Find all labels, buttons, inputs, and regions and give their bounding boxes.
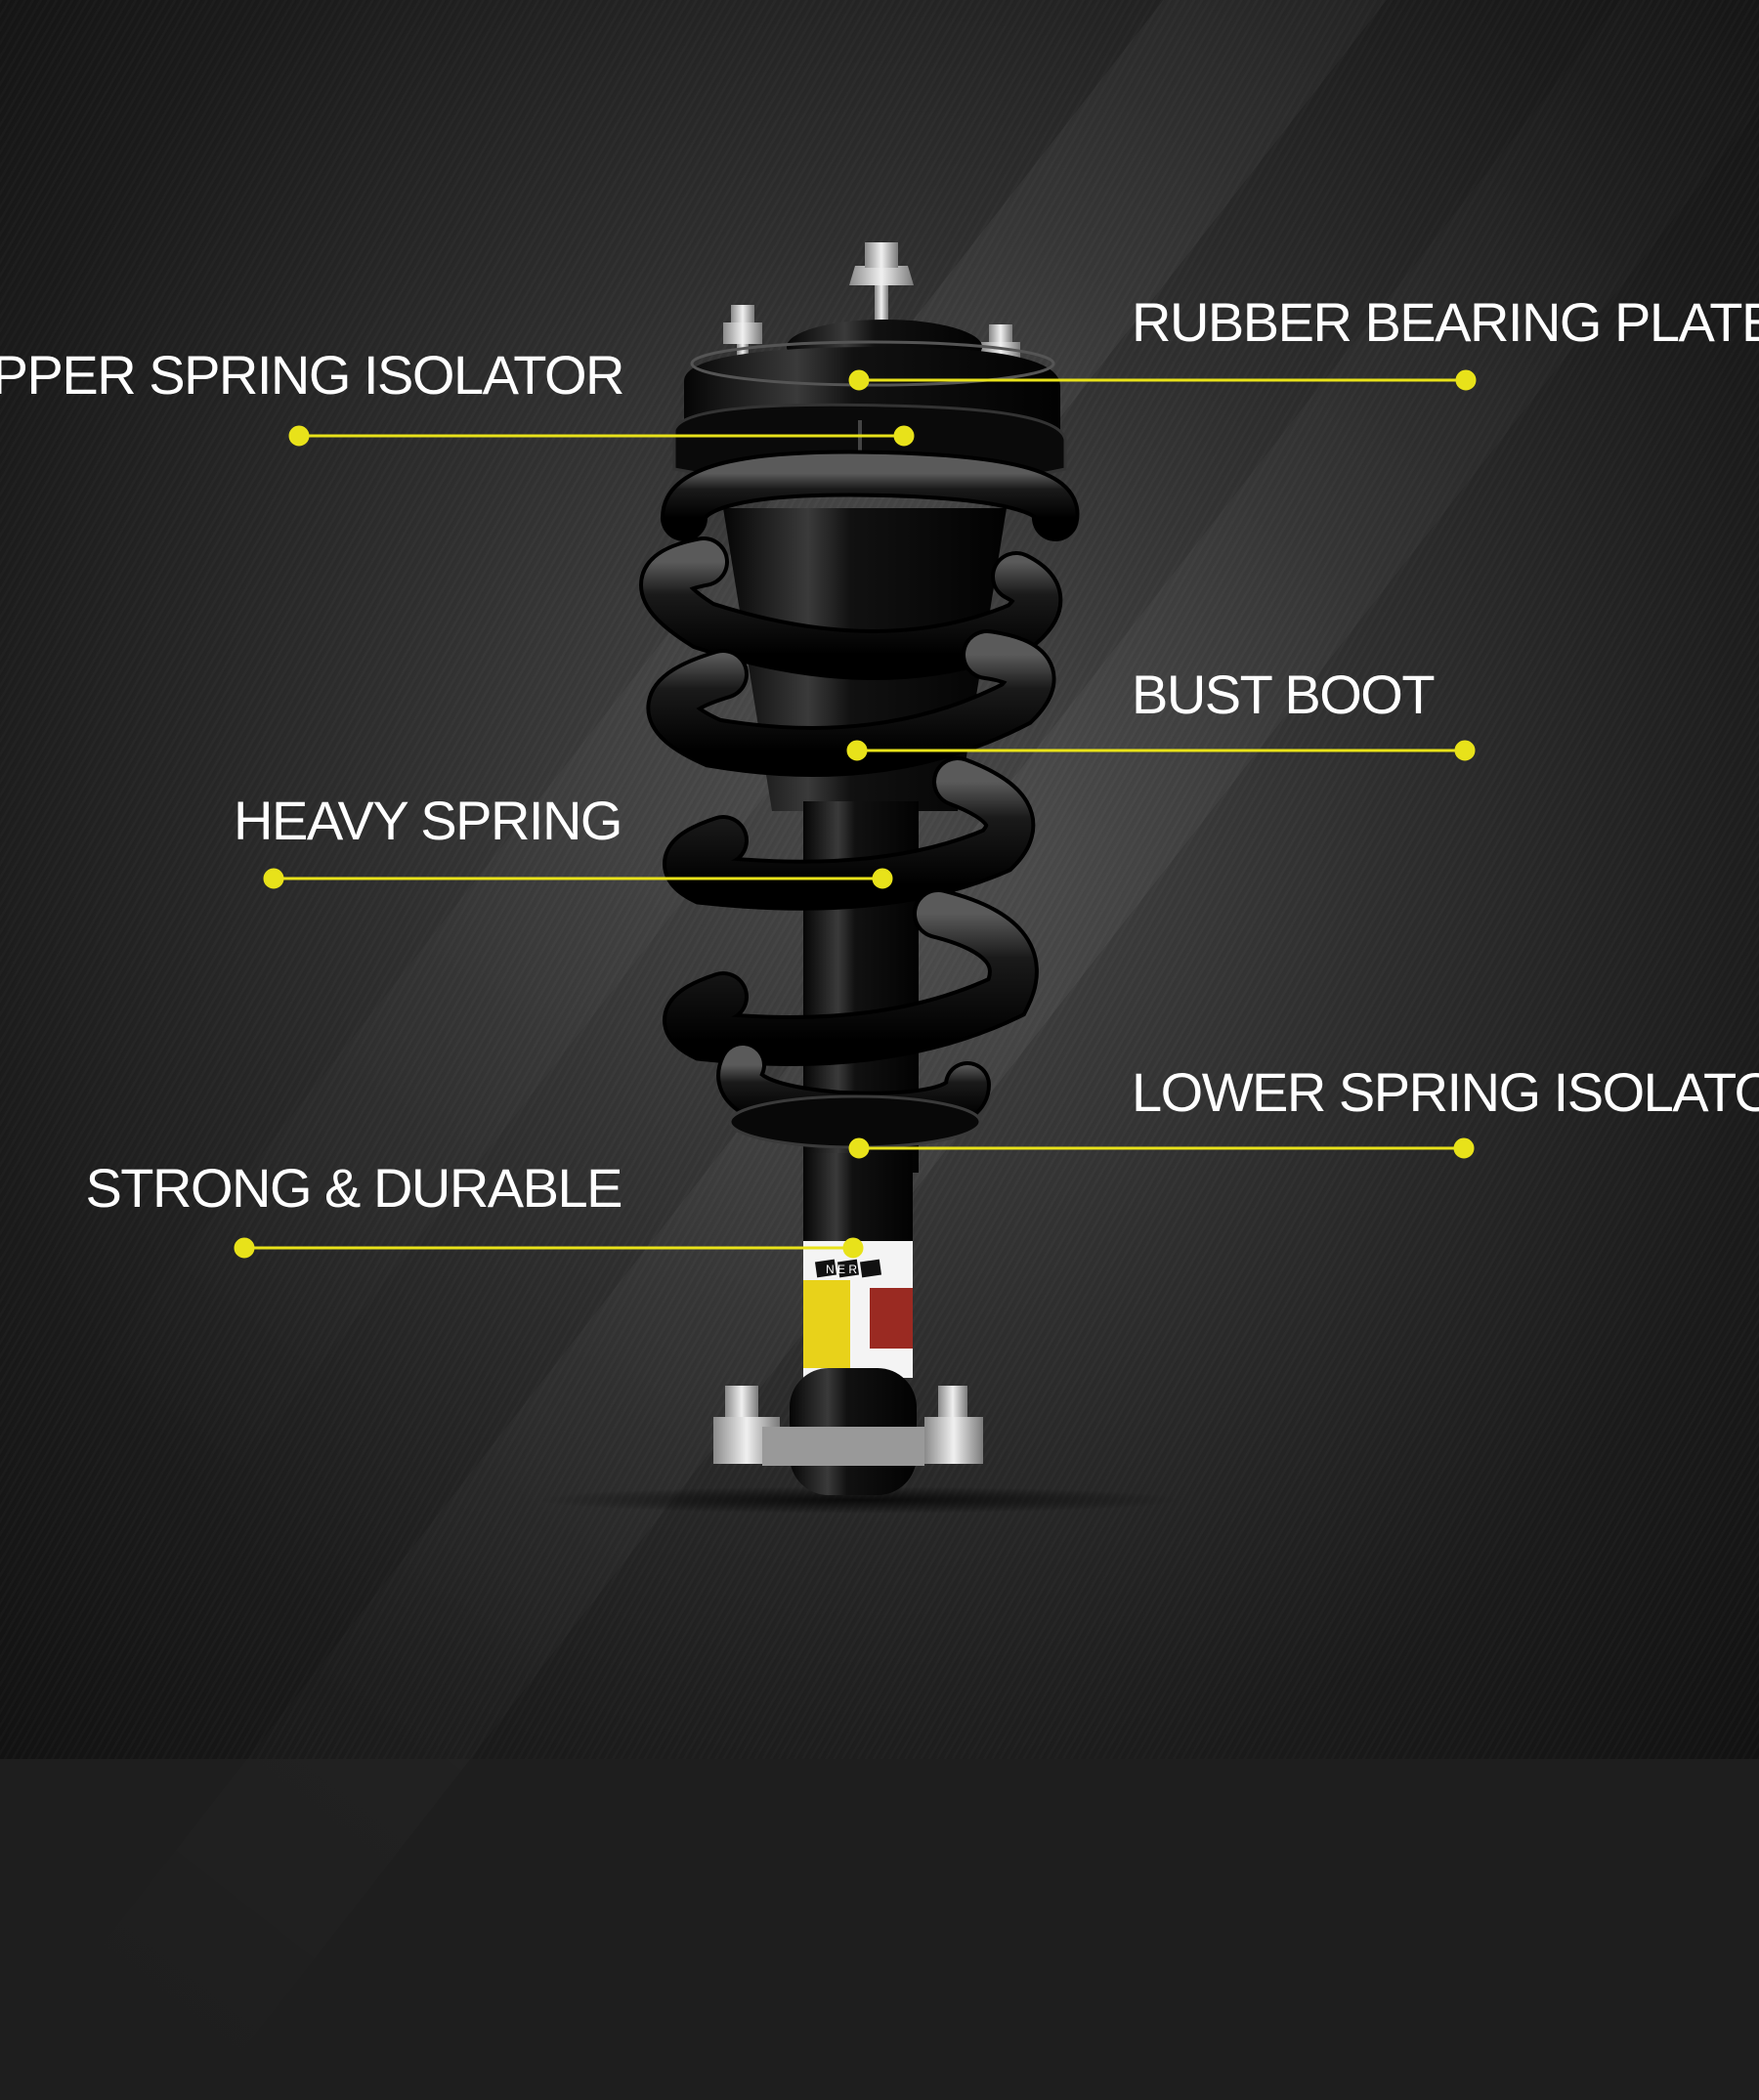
heavy-spring-coils [639,450,1080,1138]
floor-shadow [537,1486,1182,1514]
lower-mount [713,1368,983,1495]
sticker-brand-text: N E R [826,1263,857,1276]
callout-bust-boot [846,740,1476,761]
label-rubber-bearing-plate: RUBBER BEARING PLATE [1132,291,1759,353]
label-bust-boot: BUST BOOT [1132,664,1436,725]
warning-sticker: N E R [803,1241,913,1378]
label-upper-spring-isolator: UPPER SPRING ISOLATOR [0,344,625,406]
callout-strong-durable [234,1237,864,1259]
callout-heavy-spring [263,868,893,889]
label-heavy-spring: HEAVY SPRING [234,790,622,851]
label-strong-durable: STRONG & DURABLE [85,1157,622,1219]
callout-rubber-bearing-plate [848,369,1477,391]
label-lower-spring-isolator: LOWER SPRING ISOLATOR [1132,1061,1759,1123]
callout-lines [234,369,1477,1259]
strut-assembly-illustration: N E R [537,242,1182,1514]
callout-upper-spring-isolator [288,425,915,447]
callout-lower-spring-isolator [848,1137,1475,1159]
